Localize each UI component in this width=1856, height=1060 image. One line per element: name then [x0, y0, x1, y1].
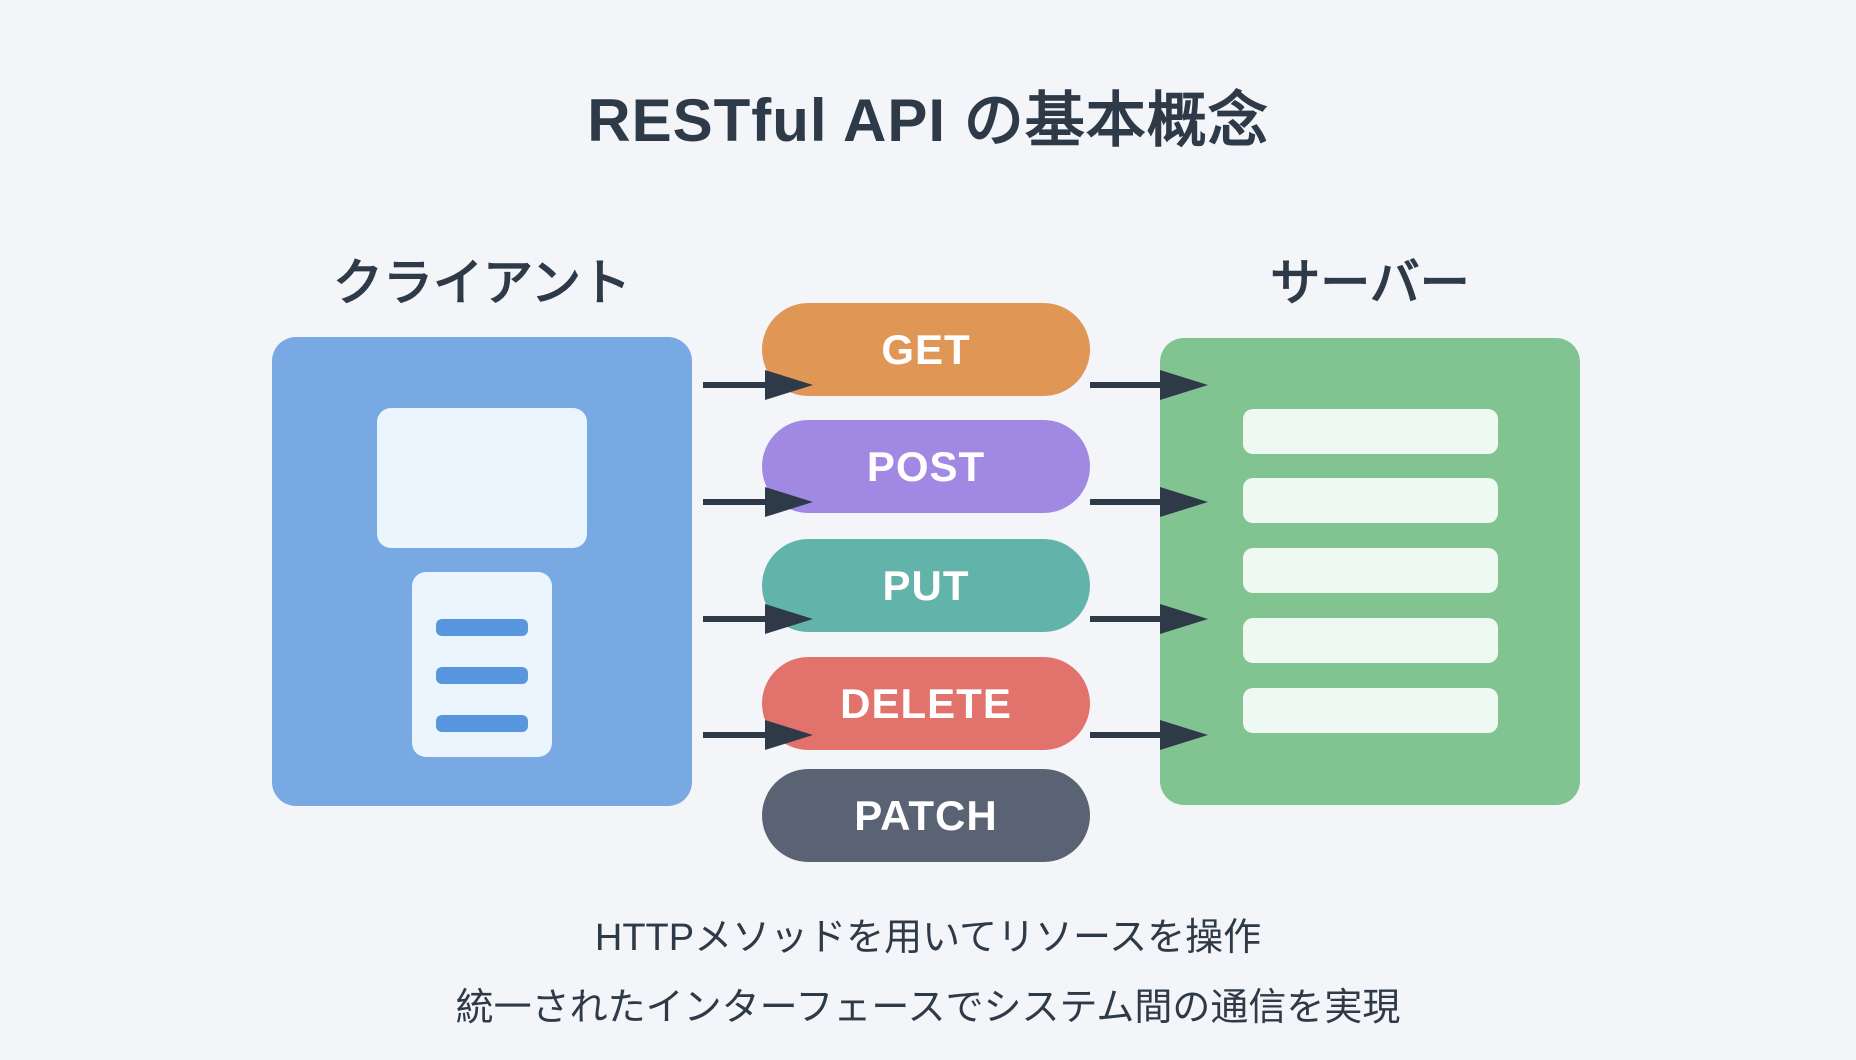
- arrow-shaft: [703, 382, 769, 388]
- server-rack-slot: [1243, 618, 1498, 663]
- arrow-post-to-server: [1090, 486, 1210, 518]
- arrow-client-to-get: [703, 369, 815, 401]
- document-line: [436, 715, 528, 732]
- arrow-head-icon: [765, 487, 813, 517]
- arrow-shaft: [703, 499, 769, 505]
- arrow-head-icon: [1160, 487, 1208, 517]
- method-pill-put: PUT: [762, 539, 1090, 632]
- server-rack-slot: [1243, 409, 1498, 454]
- server-box: [1160, 338, 1580, 805]
- arrow-shaft: [1090, 732, 1164, 738]
- arrow-client-to-post: [703, 486, 815, 518]
- client-label: クライアント: [333, 255, 631, 311]
- document-line: [436, 667, 528, 684]
- arrow-head-icon: [1160, 604, 1208, 634]
- arrow-head-icon: [765, 720, 813, 750]
- arrow-shaft: [703, 732, 769, 738]
- method-pill-post: POST: [762, 420, 1090, 513]
- footer-caption-2: 統一されたインターフェースでシステム間の通信を実現: [455, 987, 1401, 1029]
- server-rack-slot: [1243, 478, 1498, 523]
- arrow-head-icon: [1160, 370, 1208, 400]
- arrow-shaft: [1090, 499, 1164, 505]
- arrow-put-to-server: [1090, 603, 1210, 635]
- footer-caption-1: HTTPメソッドを用いてリソースを操作: [594, 917, 1262, 959]
- client-box: [272, 337, 692, 806]
- arrow-delete-to-server: [1090, 719, 1210, 751]
- arrow-shaft: [703, 616, 769, 622]
- arrow-shaft: [1090, 382, 1164, 388]
- arrow-head-icon: [765, 604, 813, 634]
- method-pill-patch: PATCH: [762, 769, 1090, 862]
- document-icon: [412, 572, 552, 757]
- server-rack-slot: [1243, 548, 1498, 593]
- arrow-client-to-put: [703, 603, 815, 635]
- arrow-client-to-delete: [703, 719, 815, 751]
- server-label: サーバー: [1270, 255, 1470, 311]
- arrow-get-to-server: [1090, 369, 1210, 401]
- arrow-shaft: [1090, 616, 1164, 622]
- arrow-head-icon: [1160, 720, 1208, 750]
- arrow-head-icon: [765, 370, 813, 400]
- browser-window-icon: [377, 408, 587, 548]
- method-pill-delete: DELETE: [762, 657, 1090, 750]
- document-line: [436, 619, 528, 636]
- server-rack-slot: [1243, 688, 1498, 733]
- method-pill-get: GET: [762, 303, 1090, 396]
- page-title: RESTful API の基本概念: [587, 87, 1269, 154]
